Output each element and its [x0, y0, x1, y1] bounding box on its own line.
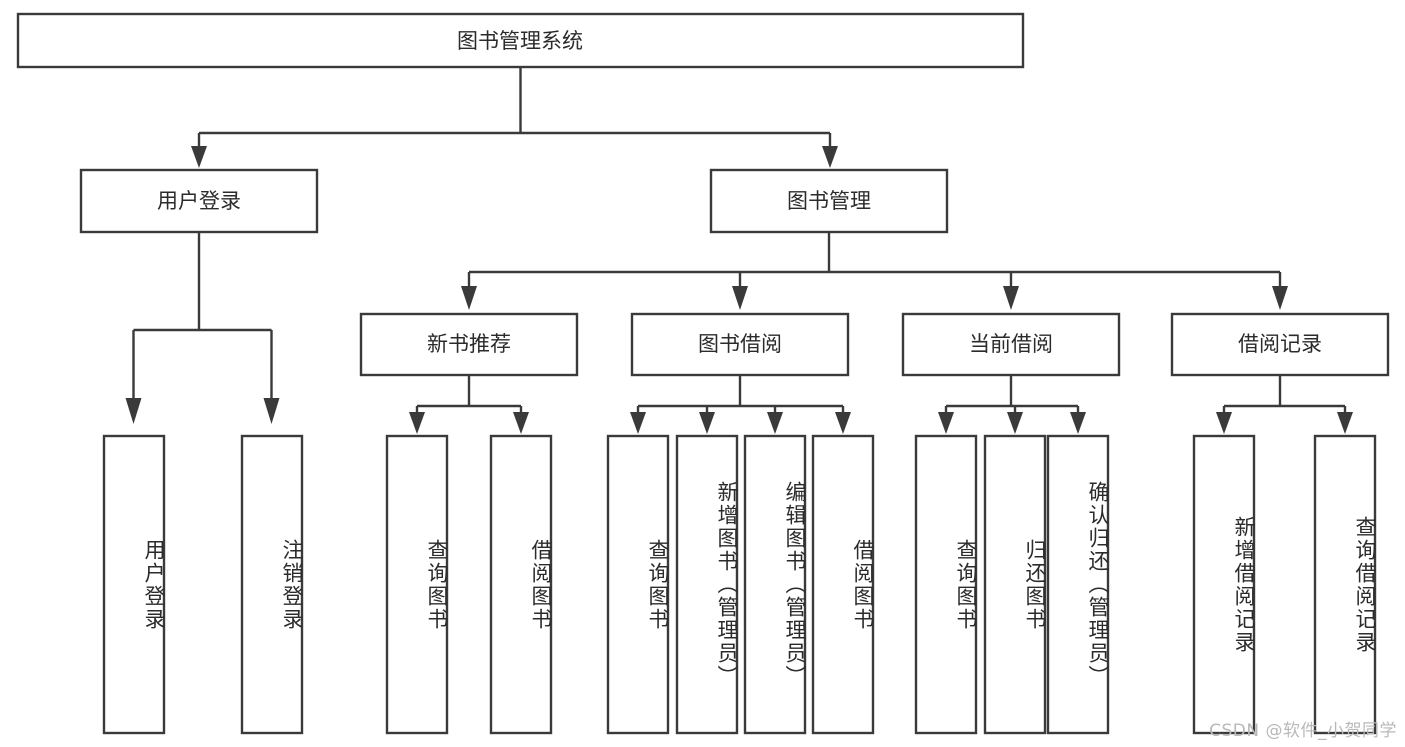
node-root-system[interactable]: 图书管理系统 [16, 12, 1025, 69]
leaf-box-current-borrow-0[interactable] [914, 434, 978, 735]
node-new-book-recommend-label: 新书推荐 [427, 332, 511, 356]
connector-book-borrow-to-leaves [630, 376, 851, 434]
connector-new-book-to-leaves [409, 376, 529, 434]
connector-book-manage-to-level3 [461, 233, 1288, 310]
connector-user-login-to-leaves [125, 233, 280, 424]
connector-borrow-record-to-leaves [1216, 376, 1353, 434]
connector-root-to-level2 [191, 68, 838, 168]
node-user-login-label: 用户登录 [157, 189, 241, 213]
leaf-box-borrow-record-1[interactable] [1313, 434, 1377, 735]
node-current-borrow-label: 当前借阅 [969, 332, 1053, 356]
leaf-box-current-borrow-2[interactable] [1046, 434, 1110, 735]
node-book-manage-label: 图书管理 [787, 189, 871, 213]
connector-current-borrow-to-leaves [938, 376, 1086, 434]
node-borrow-record[interactable]: 借阅记录 [1170, 312, 1390, 377]
leaf-box-book-borrow-1[interactable] [675, 434, 739, 735]
node-book-borrow[interactable]: 图书借阅 [630, 312, 850, 377]
leaf-box-borrow-record-0[interactable] [1192, 434, 1256, 735]
node-book-manage[interactable]: 图书管理 [709, 168, 949, 234]
leaf-box-book-borrow-3[interactable] [811, 434, 875, 735]
node-new-book-recommend[interactable]: 新书推荐 [359, 312, 579, 377]
leaf-box-user-login-1[interactable] [240, 434, 304, 735]
leaf-box-book-borrow-2[interactable] [743, 434, 807, 735]
leaf-box-user-login-0[interactable] [102, 434, 166, 735]
node-book-borrow-label: 图书借阅 [698, 332, 782, 356]
leaf-box-new-book-1[interactable] [489, 434, 553, 735]
leaf-box-new-book-0[interactable] [385, 434, 449, 735]
node-root-label: 图书管理系统 [457, 29, 583, 53]
watermark-text: CSDN @软件_小贺同学 [1209, 721, 1397, 741]
node-current-borrow[interactable]: 当前借阅 [901, 312, 1121, 377]
node-user-login[interactable]: 用户登录 [79, 168, 319, 234]
leaf-box-book-borrow-0[interactable] [606, 434, 670, 735]
leaf-box-current-borrow-1[interactable] [983, 434, 1047, 735]
node-borrow-record-label: 借阅记录 [1238, 332, 1322, 356]
